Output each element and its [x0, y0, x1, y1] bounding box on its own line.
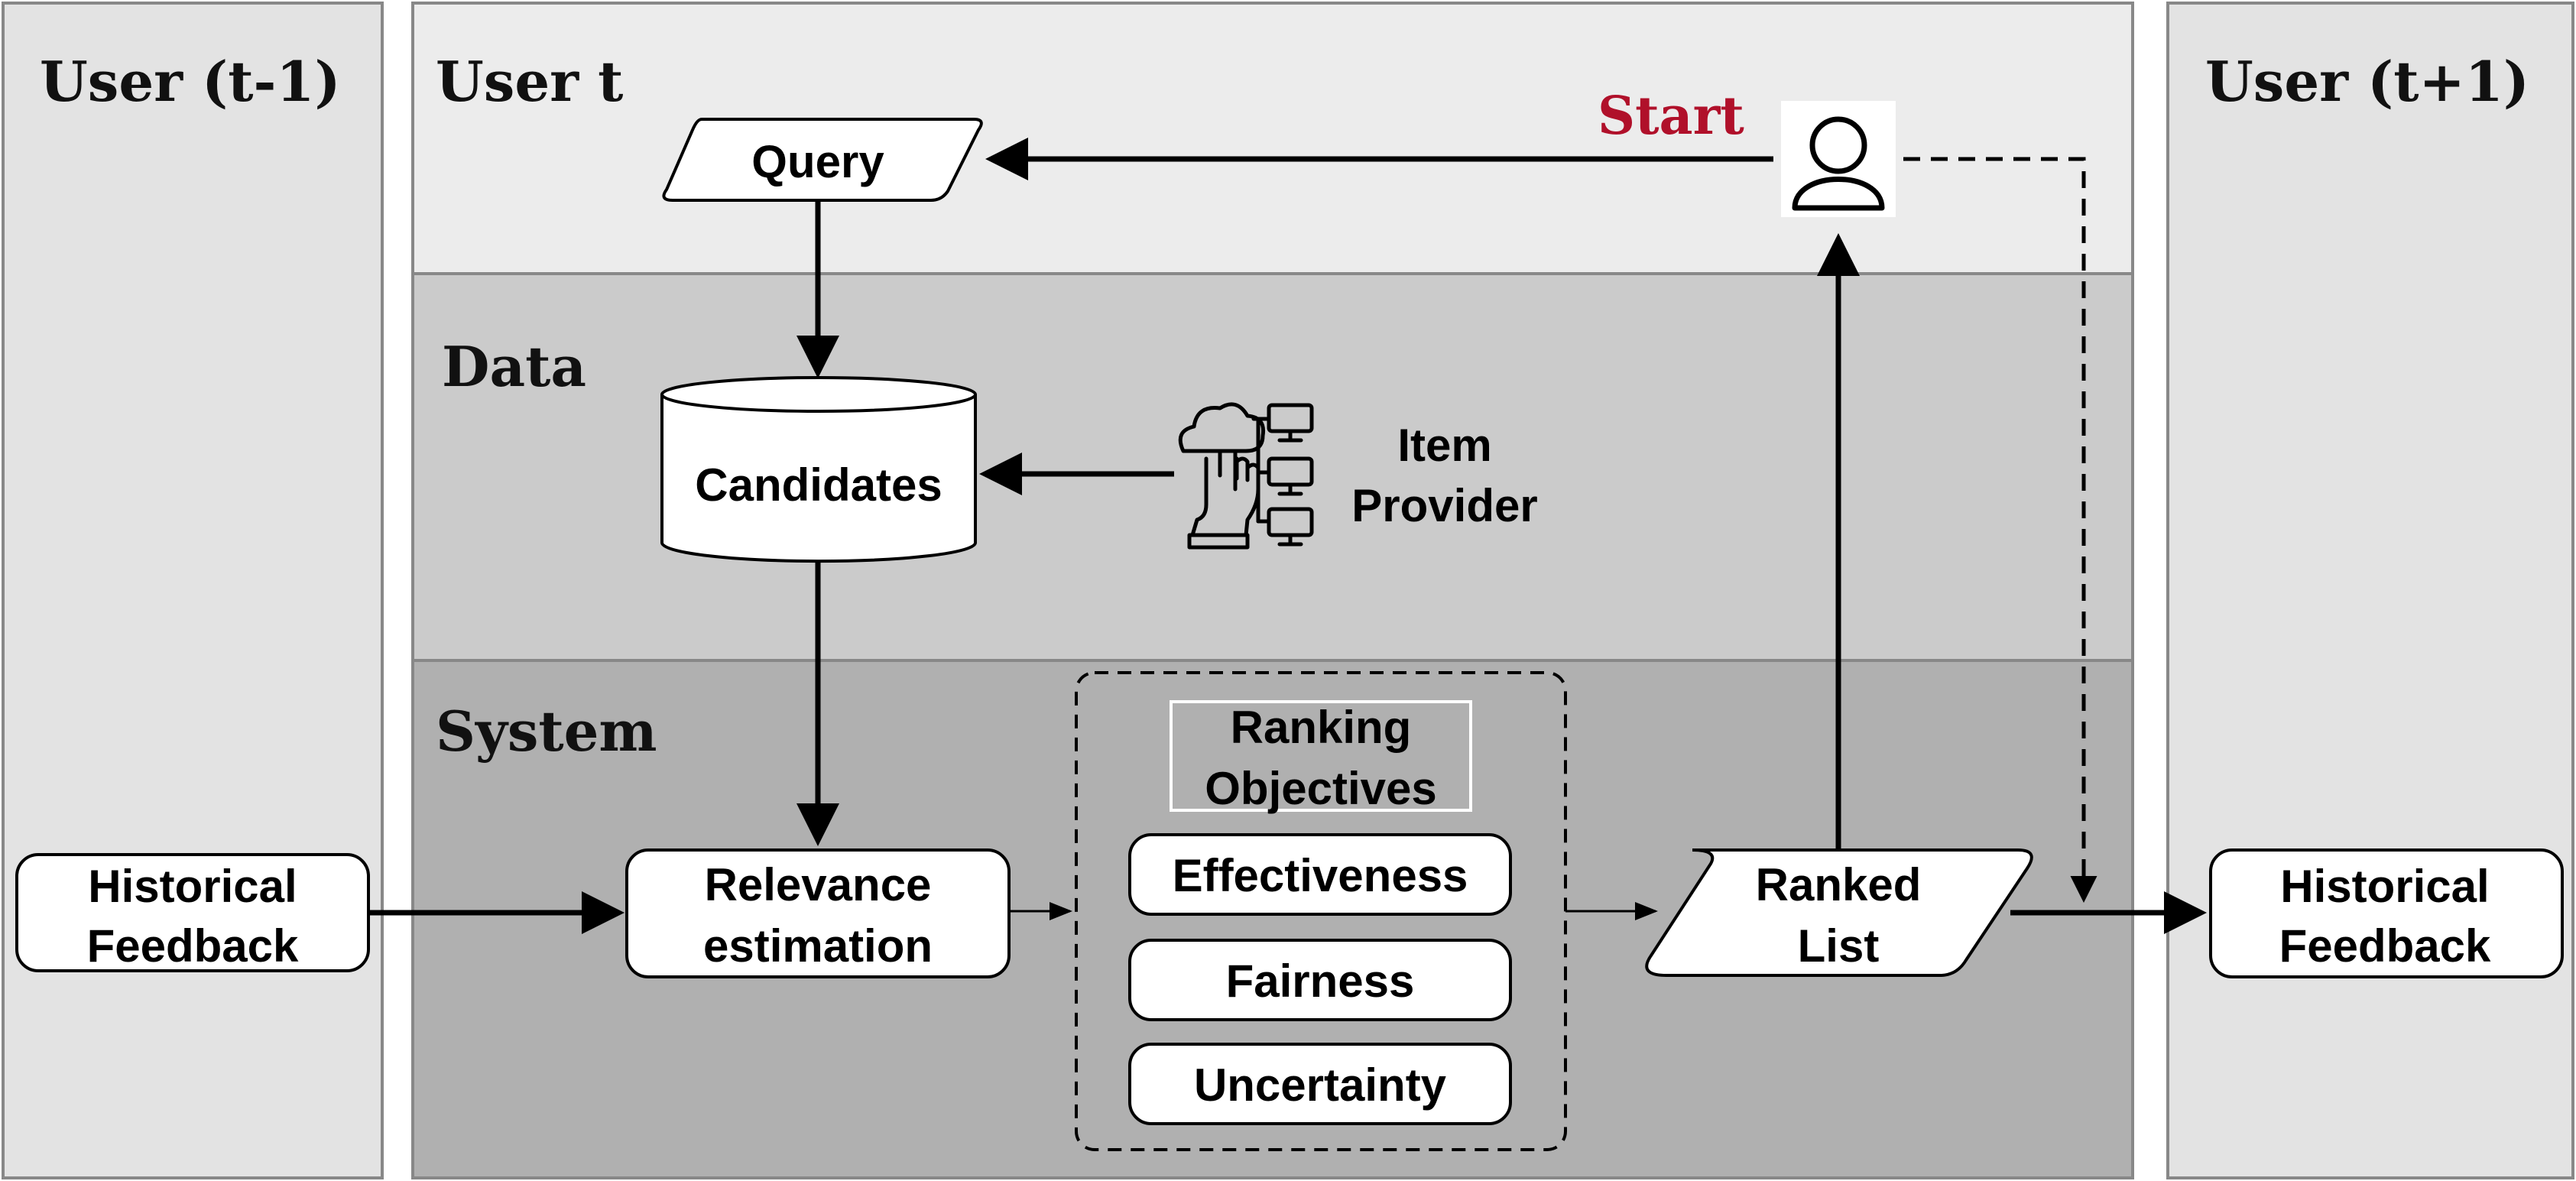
lane-title-system: System: [436, 699, 657, 764]
ranked-list-node: Ranked List: [1645, 848, 2033, 977]
candidates-node: Candidates: [660, 376, 977, 563]
relevance-estimation-line1: Relevance: [705, 859, 932, 910]
ranked-list-line1: Ranked: [1756, 859, 1922, 910]
lane-title-data: Data: [442, 334, 586, 399]
historical-feedback-prev-node: Historical Feedback: [15, 853, 370, 972]
historical-feedback-next-line1: Historical: [2280, 861, 2489, 912]
item-provider-icon: [1178, 402, 1314, 550]
item-provider-label-line2: Provider: [1351, 480, 1537, 531]
historical-feedback-next-node: Historical Feedback: [2209, 848, 2564, 978]
objective-effectiveness-label: Effectiveness: [1173, 850, 1468, 901]
arrow-user-to-next-dashed: [1903, 157, 2097, 903]
objective-uncertainty: Uncertainty: [1128, 1043, 1512, 1125]
historical-feedback-prev-line1: Historical: [88, 861, 297, 912]
lane-title-user-prev: User (t-1): [40, 49, 341, 114]
query-node: Query: [662, 118, 983, 202]
objective-effectiveness: Effectiveness: [1128, 833, 1512, 916]
ranking-objectives-title-box: [1170, 700, 1472, 812]
lane-title-user-t: User t: [436, 49, 623, 114]
objective-uncertainty-label: Uncertainty: [1194, 1059, 1447, 1111]
lane-title-user-next: User (t+1): [2205, 49, 2529, 114]
objective-fairness: Fairness: [1128, 939, 1512, 1021]
lane-user-next: [2166, 2, 2574, 1179]
ranking-objectives-title-line2: Objectives: [1205, 763, 1437, 814]
relevance-estimation-node: Relevance estimation: [625, 848, 1011, 978]
historical-feedback-prev-line2: Feedback: [87, 920, 299, 972]
user-icon: [1781, 101, 1896, 217]
ranking-objectives-title-line1: Ranking: [1231, 702, 1412, 753]
item-provider-label-line1: Item: [1397, 420, 1491, 471]
candidates-label: Candidates: [695, 459, 942, 511]
relevance-estimation-line2: estimation: [703, 920, 933, 972]
start-label: Start: [1598, 86, 1744, 147]
objective-fairness-label: Fairness: [1226, 956, 1415, 1007]
ranked-list-line2: List: [1798, 920, 1880, 972]
historical-feedback-next-line2: Feedback: [2279, 920, 2491, 972]
lane-user-prev: [2, 2, 384, 1179]
query-label: Query: [751, 136, 884, 187]
